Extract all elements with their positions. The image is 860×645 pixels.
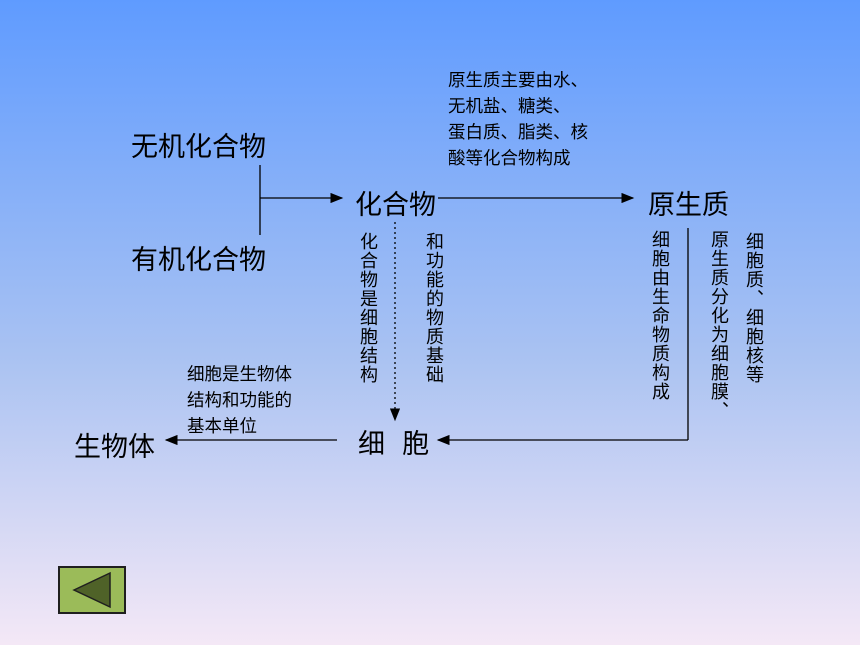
compound-structure-note: 化合物是细胞结构 bbox=[357, 232, 378, 384]
note-line: 蛋白质、脂类、核 bbox=[448, 123, 588, 143]
note-line: 原生质主要由水、 bbox=[448, 71, 588, 91]
back-button[interactable] bbox=[58, 566, 126, 614]
note-line: 基本单位 bbox=[187, 417, 257, 437]
note-line: 无机盐、糖类、 bbox=[448, 97, 571, 117]
cell-unit-note: 细胞是生物体 结构和功能的 基本单位 bbox=[187, 362, 292, 440]
node-organic-compound: 有机化合物 bbox=[131, 245, 266, 276]
cell-composition-note: 细胞由生命物质构成 bbox=[649, 230, 670, 401]
note-line: 细胞是生物体 bbox=[187, 365, 292, 385]
note-line: 酸等化合物构成 bbox=[448, 149, 571, 169]
compound-function-note: 和功能的物质基础 bbox=[423, 232, 444, 384]
protoplasm-differentiation-note: 原生质分化为细胞膜、 bbox=[708, 230, 729, 420]
triangle-left-icon bbox=[72, 571, 111, 609]
node-organism: 生物体 bbox=[74, 432, 155, 463]
node-compound: 化合物 bbox=[355, 190, 436, 221]
note-line: 结构和功能的 bbox=[187, 391, 292, 411]
node-cell: 细 胞 bbox=[358, 429, 430, 460]
cytoplasm-nucleus-note: 细胞质、细胞核等 bbox=[743, 232, 764, 384]
protoplasm-composition-note: 原生质主要由水、 无机盐、糖类、 蛋白质、脂类、核 酸等化合物构成 bbox=[448, 68, 588, 172]
node-inorganic-compound: 无机化合物 bbox=[131, 132, 266, 163]
node-protoplasm: 原生质 bbox=[648, 190, 729, 221]
